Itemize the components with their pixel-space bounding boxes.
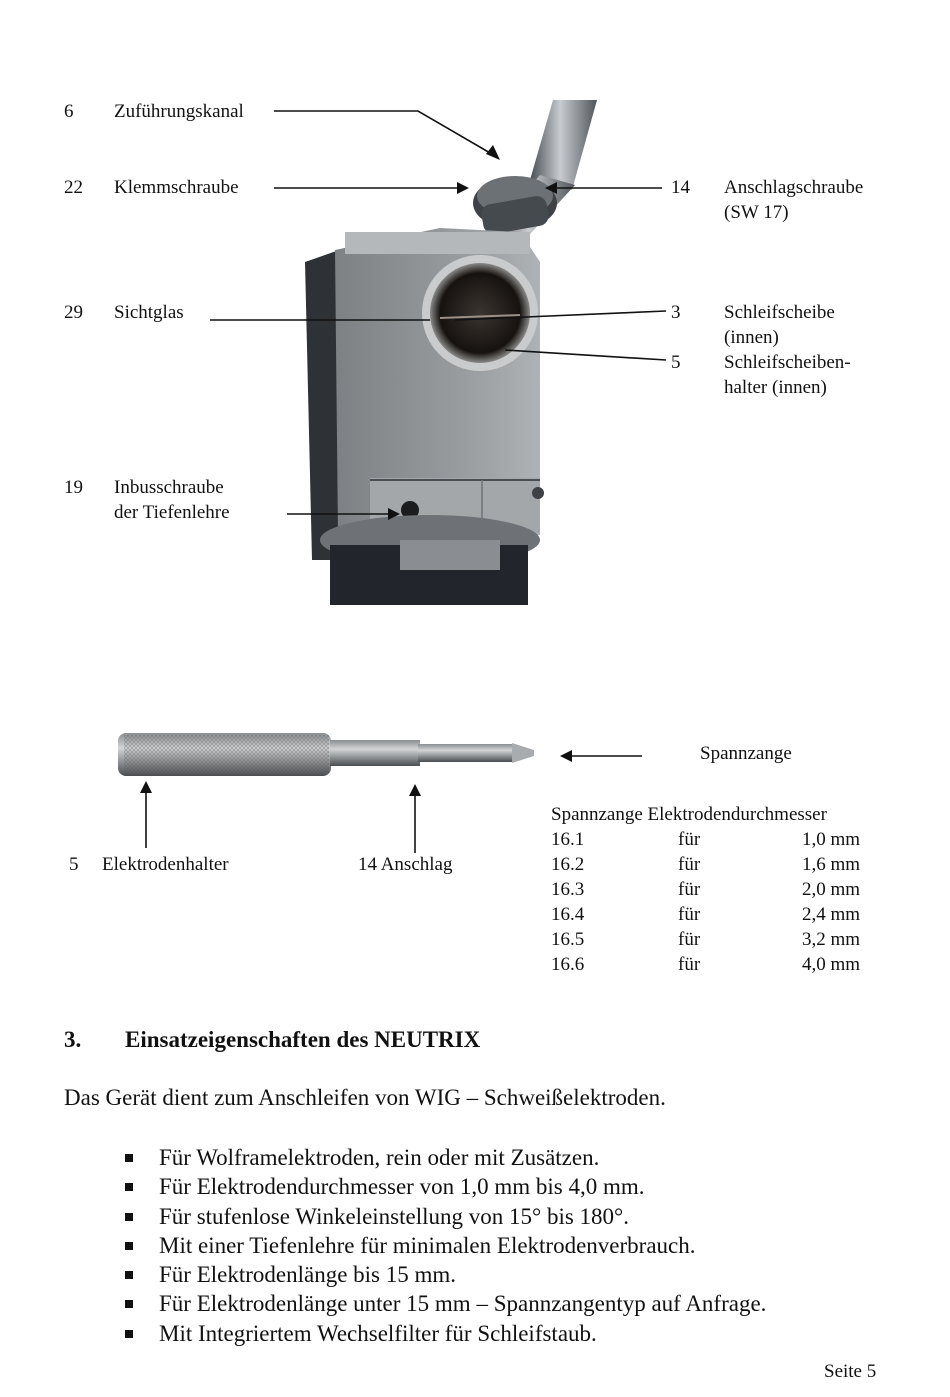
label-feed-channel: Zuführungskanal [114, 101, 244, 122]
list-item: Für Wolframelektroden, rein oder mit Zus… [125, 1143, 766, 1172]
label-number-depth-screw: 19 [64, 477, 83, 498]
depth-gauge-screw [401, 501, 419, 519]
table-row: 16.2 für 1,6 mm [551, 854, 860, 875]
label-number-clamp-screw: 22 [64, 177, 83, 198]
label-sight-glass: Sichtglas [114, 302, 184, 323]
list-item: Für Elektrodendurchmesser von 1,0 mm bis… [125, 1172, 766, 1201]
electrode-holder-tip [512, 743, 534, 763]
label-number-sight-glass: 29 [64, 302, 83, 323]
list-item: Mit einer Tiefenlehre für minimalen Elek… [125, 1231, 766, 1260]
table-row: 16.1 für 1,0 mm [551, 829, 860, 850]
label-stop-screw: Anschlagschraube [724, 177, 864, 198]
list-item: Für Elektrodenlänge bis 15 mm. [125, 1260, 766, 1289]
clamp-screw-nut [473, 176, 557, 234]
label-electrode-holder: Elektrodenhalter [102, 854, 229, 875]
collet-table-header: Spannzange Elektrodendurchmesser [551, 804, 827, 825]
label-grinding-wheel: Schleifscheibe [724, 302, 835, 323]
list-item: Für stufenlose Winkeleinstellung von 15°… [125, 1202, 766, 1231]
list-item: Mit Integriertem Wechselfilter für Schle… [125, 1319, 766, 1348]
section-title: Einsatzeigenschaften des NEUTRIX [125, 1027, 481, 1052]
label-depth-screw: Inbusschraube [114, 477, 224, 498]
label-number-wheel-holder: 5 [671, 352, 681, 373]
table-row: 16.4 für 2,4 mm [551, 904, 860, 925]
electrode-holder-shaft [330, 740, 420, 766]
label-clamp-screw: Klemmschraube [114, 177, 239, 198]
section-number: 3. [64, 1027, 82, 1052]
list-item: Für Elektrodenlänge unter 15 mm – Spannz… [125, 1289, 766, 1318]
label-wheel-holder: Schleifscheiben- [724, 352, 851, 373]
device-back-casing [305, 248, 345, 560]
label-number-electrode-holder: 5 [69, 854, 79, 875]
table-row: 16.3 für 2,0 mm [551, 879, 860, 900]
electrode-holder-illustration [118, 733, 642, 853]
label-number-grinding-wheel: 3 [671, 302, 681, 323]
label-stop-screw-size: (SW 17) [724, 202, 789, 223]
feature-list: Für Wolframelektroden, rein oder mit Zus… [125, 1143, 766, 1348]
label-depth-screw-gauge: der Tiefenlehre [114, 502, 230, 523]
label-grinding-wheel-inner: (innen) [724, 327, 779, 348]
sight-glass [422, 255, 538, 371]
label-wheel-holder-inner: halter (innen) [724, 377, 827, 398]
body-top-face [345, 232, 530, 254]
label-number-feed-channel: 6 [64, 101, 74, 122]
electrode-holder-collet [418, 744, 513, 762]
device-illustration [210, 100, 667, 605]
section-intro: Das Gerät dient zum Anschleifen von WIG … [64, 1085, 666, 1110]
table-row: 16.5 für 3,2 mm [551, 929, 860, 950]
table-row: 16.6 für 4,0 mm [551, 954, 860, 975]
label-number-stop-screw: 14 [671, 177, 690, 198]
label-collet: Spannzange [700, 743, 792, 764]
label-stop: 14 Anschlag [358, 854, 453, 875]
page-number: Seite 5 [824, 1361, 877, 1382]
